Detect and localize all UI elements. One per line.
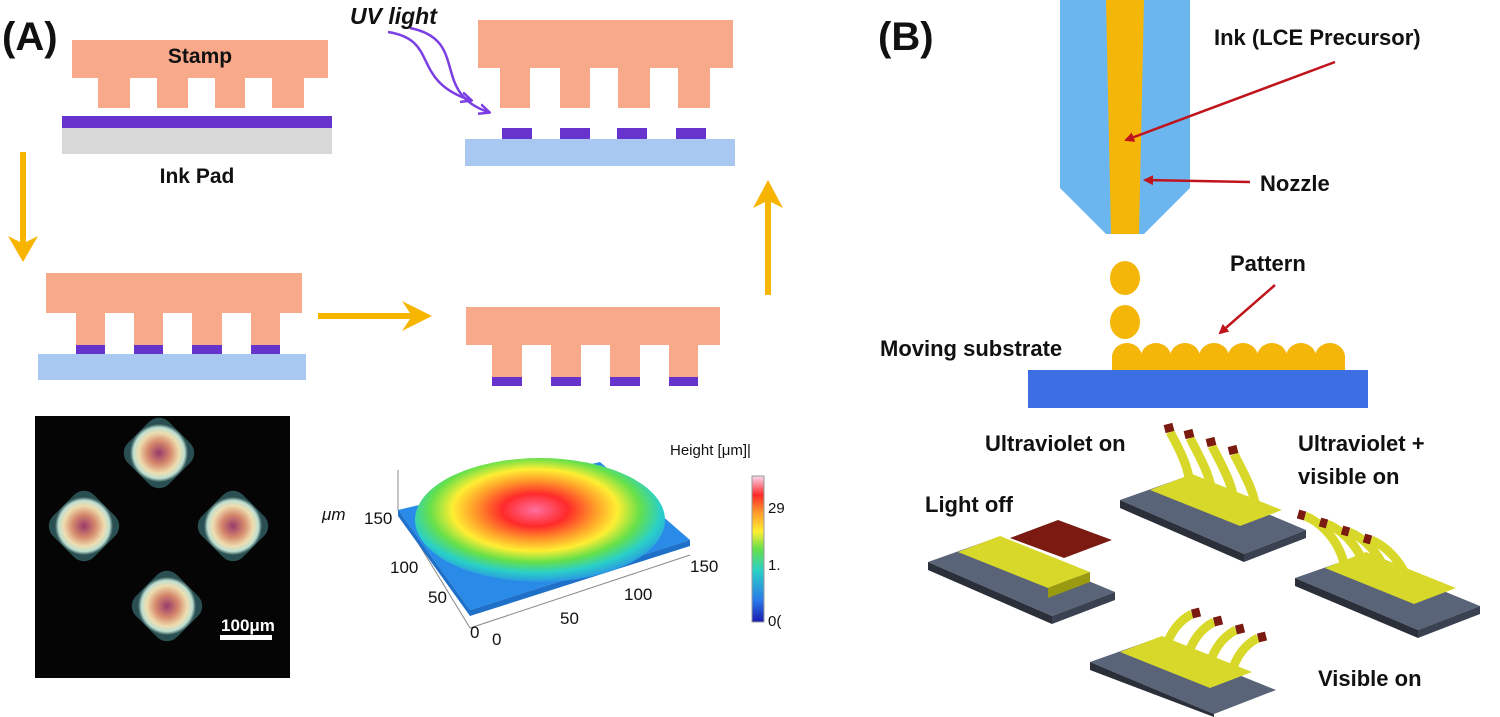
colorbar-title: Height [μm]|	[670, 442, 751, 459]
ink-pointer	[1124, 60, 1336, 142]
pattern-pointer	[1218, 284, 1276, 335]
stamp-step-1	[62, 40, 332, 154]
panel-a-label: (A)	[2, 15, 58, 59]
uv-light-label: UV light	[350, 3, 438, 29]
printed-pattern	[1112, 343, 1345, 371]
stamp-step-2	[38, 273, 306, 380]
y-tick-0: 0	[470, 623, 479, 642]
arrow-up	[753, 180, 783, 295]
panel-b-label: (B)	[878, 15, 934, 59]
x-tick-100: 100	[624, 585, 652, 604]
colorbar-tick-mid: 1.	[768, 557, 781, 574]
colorbar-tick-top: 29	[768, 500, 785, 517]
uv-arrows	[387, 26, 488, 112]
state-light-off: Light off	[925, 492, 1014, 517]
pattern-label: Pattern	[1230, 251, 1306, 276]
actuator-light-off	[928, 520, 1115, 624]
micrograph	[35, 416, 290, 678]
colorbar	[751, 475, 765, 623]
actuator-uv-visible-on	[1295, 509, 1480, 638]
actuator-visible-on	[1090, 607, 1276, 717]
x-tick-150: 150	[690, 557, 718, 576]
arrow-down	[8, 152, 38, 262]
colorbar-tick-bottom: 0(	[768, 613, 781, 630]
ink-layer	[62, 116, 332, 128]
x-tick-50: 50	[560, 609, 579, 628]
ink-droplets	[1110, 261, 1140, 339]
y-tick-50: 50	[428, 588, 447, 607]
stamp-step-4	[465, 20, 735, 166]
nozzle-label: Nozzle	[1260, 171, 1330, 196]
ink-pad-label: Ink Pad	[160, 165, 235, 188]
nozzle	[1060, 0, 1190, 234]
stamp-step-3	[466, 307, 720, 386]
ink-label: Ink (LCE Precursor)	[1214, 25, 1421, 50]
substrate-label: Moving substrate	[880, 336, 1062, 361]
state-visible-on: Visible on	[1318, 666, 1422, 691]
x-tick-0: 0	[492, 630, 501, 649]
y-tick-100: 100	[390, 558, 418, 577]
ink-pad	[62, 128, 332, 154]
state-uv-on: Ultraviolet on	[985, 431, 1126, 456]
nozzle-pointer	[1143, 175, 1251, 186]
scale-bar	[220, 635, 272, 640]
actuator-uv-on	[1120, 422, 1306, 562]
z-axis-unit: μm	[321, 505, 345, 524]
arrow-right	[318, 301, 432, 331]
y-tick-150: 150	[364, 509, 392, 528]
surface-plot	[397, 458, 691, 629]
state-uv-visible-line1: Ultraviolet +	[1298, 431, 1425, 456]
moving-substrate	[1028, 370, 1368, 408]
micrograph-scale-label: 100μm	[221, 616, 275, 635]
stamp-label: Stamp	[168, 45, 232, 68]
ink-column	[1106, 0, 1144, 234]
state-uv-visible-line2: visible on	[1298, 464, 1399, 489]
